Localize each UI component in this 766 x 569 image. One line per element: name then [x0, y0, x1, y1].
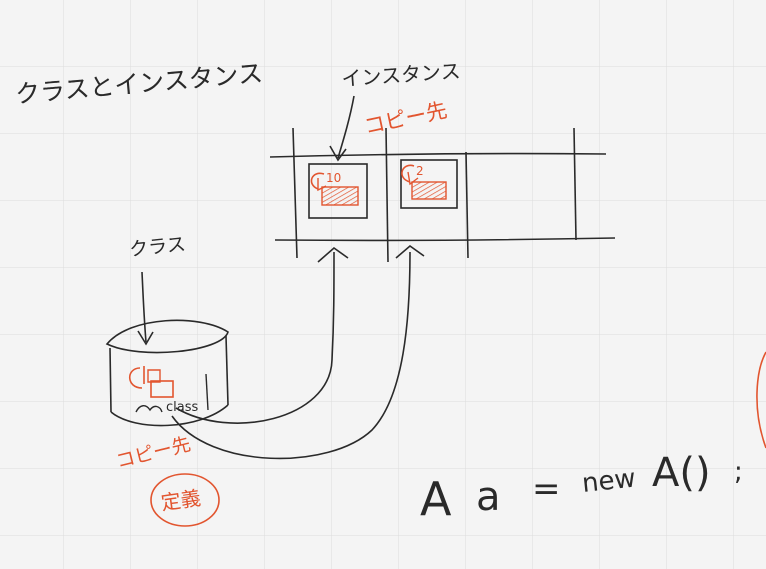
- circled-note-ring: [150, 473, 220, 527]
- instance-value-2: 2: [416, 164, 424, 178]
- code-type-name: A: [420, 472, 452, 526]
- copy-arrowhead-1: [317, 246, 349, 263]
- code-constructor: A(): [652, 450, 711, 496]
- class-arrow: [141, 271, 147, 343]
- class-bracket: [205, 373, 209, 411]
- class-arrowhead: [137, 330, 154, 346]
- copy-arrow-to-instance-2: [171, 251, 411, 460]
- circled-note-text: 定義: [159, 486, 202, 515]
- class-cylinder: [105, 319, 229, 427]
- class-word: class: [166, 400, 198, 415]
- copy-arrowhead-2: [395, 244, 425, 259]
- code-var-name: a: [476, 474, 501, 520]
- partial-red-circle: [756, 351, 766, 449]
- class-members: [128, 366, 174, 413]
- instance-value-1: 10: [326, 171, 341, 185]
- code-equals: =: [532, 469, 561, 509]
- code-keyword-new: new: [581, 464, 638, 499]
- code-terminator: ;: [734, 457, 743, 487]
- copy-arrow-to-instance-1: [175, 251, 335, 424]
- code-line: A a = new A() ;: [420, 450, 743, 526]
- instance-object-1: 10: [308, 163, 368, 219]
- memory-table: [269, 127, 616, 263]
- instance-arrowhead: [329, 145, 347, 162]
- instance-object-2: 2: [400, 159, 458, 209]
- instance-arrow: [337, 95, 355, 159]
